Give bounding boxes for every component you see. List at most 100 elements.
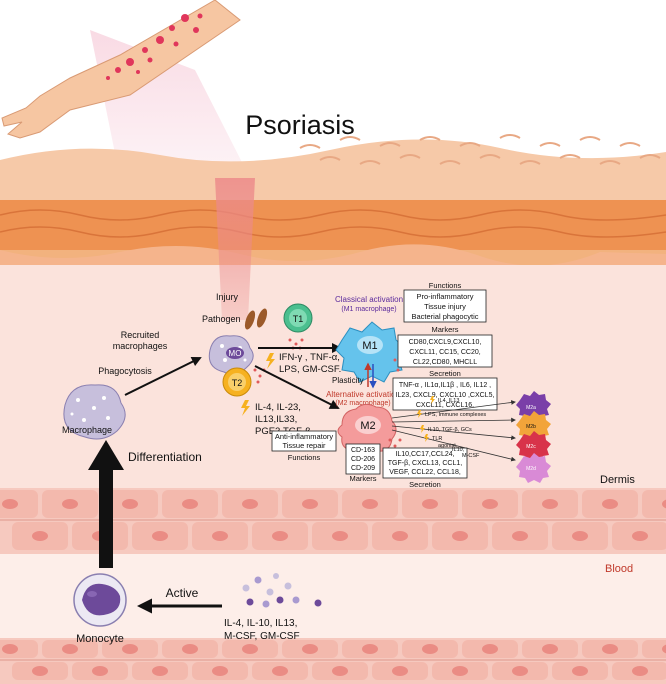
m2-subtitle: (M2 macrophage) — [335, 400, 390, 407]
vessel-cell-nucleus — [32, 666, 48, 676]
vessel-cell-nucleus — [662, 644, 666, 654]
vessel-cell-nucleus — [302, 644, 318, 654]
vessel-cell-nucleus — [242, 499, 258, 509]
t1-signals-line1: IFN-γ , TNF-α, — [279, 352, 340, 363]
m2-function-1: Anti-inflammatory — [275, 432, 334, 441]
t1-signals-line2: LPS, GM-CSF. — [279, 364, 341, 375]
vessel-cell-nucleus — [92, 666, 108, 676]
t2-signal-bolt-icon — [241, 400, 250, 416]
recruited-label-line1: Recruited — [121, 330, 160, 340]
m1-secretion-heading: Secretion — [429, 369, 461, 378]
vessel-cell-nucleus — [152, 531, 168, 541]
vessel-cell-nucleus — [452, 666, 468, 676]
m1-markers-line3: CL22,CD80, MHCLL — [413, 359, 477, 366]
vessel-cell-nucleus — [2, 644, 18, 654]
t1-label: T1 — [293, 314, 304, 324]
t1-cell-icon — [283, 303, 313, 333]
vessel-cell-nucleus — [602, 499, 618, 509]
stratum-corneum — [0, 139, 666, 200]
cytokine-particles — [242, 573, 322, 608]
m2a-signal: IL4, IL13 — [438, 398, 459, 404]
vessel-cell-nucleus — [392, 666, 408, 676]
vessel-cell-nucleus — [362, 644, 378, 654]
vessel-cell-nucleus — [662, 499, 666, 509]
m1-secretion-line2: IL23, CXCL9, CXCL10 ,CXCL5, — [396, 392, 495, 399]
vessel-cell-nucleus — [572, 531, 588, 541]
monocyte-signals-line2: M-CSF, GM-CSF — [224, 631, 300, 642]
m2b-signal: LPS, Immune complexes — [425, 412, 486, 418]
m1-secretion-box — [392, 377, 498, 411]
m2c-cell-icon — [516, 431, 551, 461]
vessel-cell-nucleus — [182, 499, 198, 509]
injury-label: Injury — [216, 292, 239, 302]
m2-markers-heading: Markers — [349, 474, 376, 483]
vessel-cell-nucleus — [2, 499, 18, 509]
vessel-cell-nucleus — [242, 644, 258, 654]
pathogen-icon — [244, 308, 268, 330]
m2c-label: M2c — [526, 444, 536, 450]
m2-marker-2: CD-206 — [351, 456, 375, 463]
m2d-signal-line2: agonist, — [438, 443, 458, 449]
diagram-title: Psoriasis — [245, 110, 355, 140]
m1-macrophage-icon — [335, 321, 407, 383]
m2-secretion-line2: TGF-β, CXCL13, CCL1, — [388, 460, 462, 467]
t1-signal-bolt-icon — [266, 353, 275, 369]
blood-label: Blood — [605, 563, 633, 575]
m2-subtype-arrows — [391, 400, 516, 462]
m2-secretion-box — [382, 447, 468, 479]
monocyte-signals-line1: IL-4, IL-10, IL13, — [224, 618, 297, 629]
vessel-cell — [0, 490, 38, 518]
m2-secretion-heading: Secretion — [409, 480, 441, 489]
t2-cell-icon — [222, 367, 252, 397]
injury-beam — [215, 178, 255, 320]
m2d-label: M2d — [526, 466, 536, 472]
blood-vessel-wall-bottom — [0, 638, 666, 684]
vessel-cell-nucleus — [482, 644, 498, 654]
m2d-signal-line3: IL10, — [452, 447, 465, 453]
vessel-cell-nucleus — [362, 499, 378, 509]
t2-signals-line2: IL13,IL33, — [255, 414, 297, 425]
m2-marker-3: CD-209 — [351, 465, 375, 472]
vessel-cell-nucleus — [272, 666, 288, 676]
pathogen-label: Pathogen — [202, 314, 241, 324]
m2-markers-box — [345, 443, 381, 475]
vessel-cell-nucleus — [392, 531, 408, 541]
m1-function-3: Bacterial phagocytic — [411, 312, 478, 321]
vessel-cell-nucleus — [212, 531, 228, 541]
vessel-cell-nucleus — [62, 644, 78, 654]
m1-markers-box — [397, 334, 493, 368]
vessel-cell-nucleus — [542, 644, 558, 654]
vessel-cell-nucleus — [32, 531, 48, 541]
m1-subtitle: (M1 macrophage) — [341, 306, 396, 313]
m1-markers-heading: Markers — [431, 325, 458, 334]
vessel-cell-nucleus — [542, 499, 558, 509]
m1-functions-heading: Functions — [429, 281, 462, 290]
m1-secretion-line3: CXCL11, CXCL16. — [416, 402, 474, 409]
m2a-cell-icon — [516, 391, 551, 421]
m2d-cell-icon — [516, 453, 551, 483]
differentiation-label: Differentiation — [128, 450, 202, 464]
vessel-cell-nucleus — [632, 531, 648, 541]
mo-label: MO — [229, 349, 242, 358]
vessel-cell-nucleus — [572, 666, 588, 676]
m1-label: M1 — [362, 340, 377, 352]
m2-macrophage-icon — [337, 403, 397, 456]
dermis-label: Dermis — [600, 474, 635, 486]
m1-secretion-line1: TNF-α , IL1α,IL1β , IL6, IL12 , — [399, 382, 491, 389]
m2-secretion-dots — [388, 438, 402, 454]
m2-functions-box — [271, 430, 337, 452]
subtype-bolt-icons — [417, 396, 435, 442]
vessel-cell-nucleus — [632, 666, 648, 676]
mo-to-m2-arrow — [254, 365, 340, 409]
monocyte-icon — [73, 573, 127, 627]
t2-label: T2 — [232, 378, 243, 388]
m1-markers-line2: CXCL11, CC15, CC20, — [409, 349, 481, 356]
m1-functions-box — [403, 289, 487, 323]
m2d-signal-line4: M-CSF — [462, 453, 480, 459]
m2d-signal-line1: TLR — [432, 436, 442, 442]
m2b-cell-icon — [516, 411, 551, 441]
vessel-cell — [642, 640, 666, 658]
m1-function-1: Pro-inflammatory — [416, 292, 473, 301]
